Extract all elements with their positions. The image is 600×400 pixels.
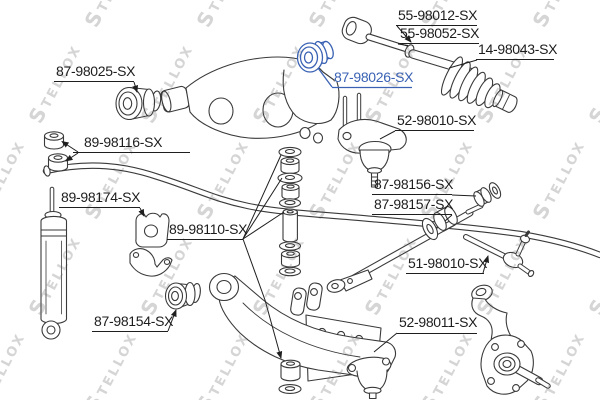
steering-boot <box>440 56 518 113</box>
highlighted-leader-line <box>317 67 412 89</box>
steering-knuckle <box>471 284 551 395</box>
washers-87-98156-157 <box>421 182 502 241</box>
center-link <box>326 203 484 293</box>
upper-ball-joint-52-98010 <box>337 92 407 188</box>
leader-lines <box>54 25 554 359</box>
bushing-87-98026-highlighted <box>296 40 334 73</box>
bushing-87-98154 <box>164 281 201 310</box>
stabilizer-bushing-89-98174 <box>135 212 170 248</box>
shock-absorber <box>40 186 68 340</box>
lower-ball-joint-52-98011 <box>346 356 392 400</box>
stabilizer-clamp <box>129 248 173 277</box>
stabilizer-link-kit-89-98110 <box>277 146 303 277</box>
stabilizer-link-lower <box>278 359 302 394</box>
bushing-87-98025 <box>115 86 162 121</box>
bushings-89-98116 <box>43 131 69 172</box>
upper-control-arm <box>160 56 340 144</box>
outer-tie-rod-51-98010 <box>463 230 535 278</box>
stabilizer-bar <box>42 162 600 259</box>
inner-tie-rod <box>341 16 473 74</box>
